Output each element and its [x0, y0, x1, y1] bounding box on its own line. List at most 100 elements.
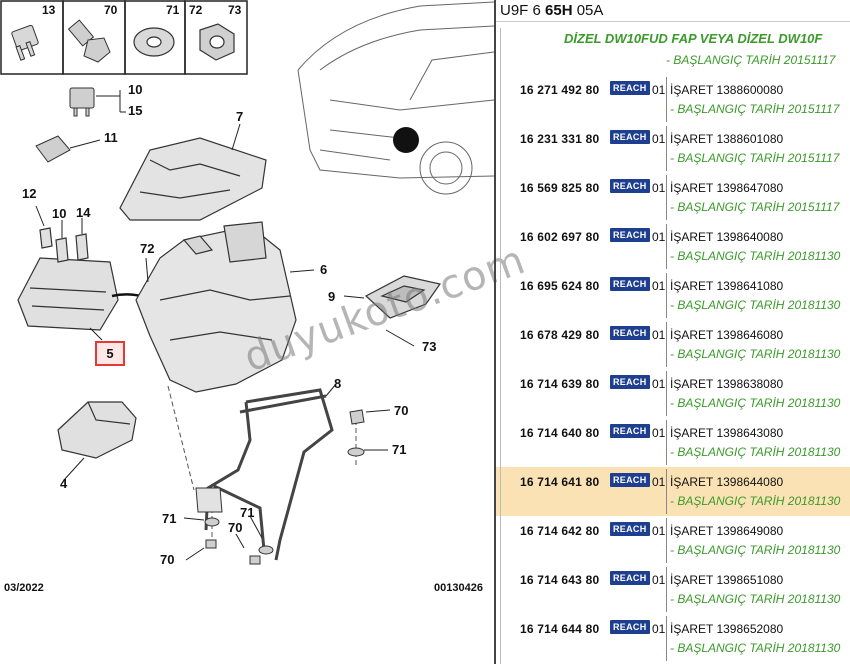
part-description: İŞARET 1398643080: [670, 426, 784, 440]
part-number[interactable]: 16 714 639 80: [520, 377, 600, 391]
callout-70-bottom[interactable]: 70: [160, 552, 175, 567]
part-quantity: 01: [652, 426, 666, 440]
callout-10-fuse[interactable]: 10: [52, 206, 67, 221]
reach-badge[interactable]: REACH: [610, 277, 650, 291]
part-number[interactable]: 16 714 640 80: [520, 426, 600, 440]
reach-badge[interactable]: REACH: [610, 522, 650, 536]
part-number[interactable]: 16 569 825 80: [520, 181, 600, 195]
part-quantity: 01: [652, 132, 666, 146]
part-quantity: 01: [652, 279, 666, 293]
callout-14[interactable]: 14: [76, 205, 91, 220]
callout-70-lower[interactable]: 70: [228, 520, 243, 535]
part-start-date: - BAŞLANGIÇ TARİH 20151117: [670, 200, 840, 214]
reach-badge[interactable]: REACH: [610, 424, 650, 438]
part-quantity: 01: [652, 524, 666, 538]
row-separator: [666, 175, 667, 220]
part-description: İŞARET 1398641080: [670, 279, 784, 293]
part-description: İŞARET 1398649080: [670, 524, 784, 538]
callout-12[interactable]: 12: [22, 186, 37, 201]
part-description: İŞARET 1388600080: [670, 83, 784, 97]
callout-7[interactable]: 7: [236, 109, 244, 124]
callout-15[interactable]: 15: [128, 103, 143, 118]
part-start-date: - BAŞLANGIÇ TARİH 20181130: [670, 543, 841, 557]
part-description: İŞARET 1398644080: [670, 475, 784, 489]
callout-71[interactable]: 71: [392, 442, 407, 457]
diagram-reference-code: 00130426: [434, 582, 483, 594]
part-number[interactable]: 16 602 697 80: [520, 230, 600, 244]
model-bold: 65H: [545, 2, 573, 19]
part-number[interactable]: 16 271 492 80: [520, 83, 600, 97]
callout-8[interactable]: 8: [334, 376, 342, 391]
part-quantity: 01: [652, 230, 666, 244]
callout-11[interactable]: 11: [104, 130, 118, 145]
part-description: İŞARET 1398652080: [670, 622, 784, 636]
reach-badge[interactable]: REACH: [610, 326, 650, 340]
part-number[interactable]: 16 678 429 80: [520, 328, 600, 342]
part-description: İŞARET 1398646080: [670, 328, 784, 342]
row-separator: [666, 469, 667, 514]
reach-badge[interactable]: REACH: [610, 620, 650, 634]
row-separator: [666, 518, 667, 563]
model-prefix: U9F 6: [500, 2, 546, 19]
part-number[interactable]: 16 231 331 80: [520, 132, 600, 146]
part-number[interactable]: 16 714 643 80: [520, 573, 600, 587]
part-number[interactable]: 16 714 641 80: [520, 475, 600, 489]
part-description: İŞARET 1398647080: [670, 181, 784, 195]
callout-5-selected[interactable]: 5: [95, 341, 125, 366]
callout-6[interactable]: 6: [320, 262, 328, 277]
callout-70[interactable]: 70: [394, 403, 409, 418]
callout-72-box[interactable]: 72: [189, 3, 203, 17]
model-code-header: U9F 6 65H 05A: [496, 0, 850, 22]
callout-72[interactable]: 72: [140, 241, 155, 256]
callout-4[interactable]: 4: [60, 476, 68, 491]
callout-9[interactable]: 9: [328, 289, 336, 304]
callout-13[interactable]: 13: [42, 3, 56, 17]
callout-71-lower-left[interactable]: 71: [162, 511, 177, 526]
part-quantity: 01: [652, 181, 666, 195]
row-separator: [666, 567, 667, 612]
row-separator: [666, 322, 667, 367]
part-description: İŞARET 1398640080: [670, 230, 784, 244]
part-quantity: 01: [652, 573, 666, 587]
callout-10[interactable]: 10: [128, 82, 143, 97]
reach-badge[interactable]: REACH: [610, 179, 650, 193]
callout-71-lower[interactable]: 71: [240, 505, 255, 520]
reach-badge[interactable]: REACH: [610, 228, 650, 242]
part-start-date: - BAŞLANGIÇ TARİH 20181130: [670, 445, 841, 459]
part-quantity: 01: [652, 475, 666, 489]
reach-badge[interactable]: REACH: [610, 130, 650, 144]
reach-badge[interactable]: REACH: [610, 81, 650, 95]
part-description: İŞARET 1388601080: [670, 132, 784, 146]
part-number[interactable]: 16 714 644 80: [520, 622, 600, 636]
part-description: İŞARET 1398651080: [670, 573, 784, 587]
part-number[interactable]: 16 695 624 80: [520, 279, 600, 293]
diagram-drawing: [0, 0, 494, 565]
engine-text: DİZEL DW10FUD FAP VEYA DİZEL DW10F: [564, 31, 823, 46]
callout-73[interactable]: 73: [422, 339, 437, 354]
callout-70-box[interactable]: 70: [104, 3, 118, 17]
part-description: İŞARET 1398638080: [670, 377, 784, 391]
reach-badge[interactable]: REACH: [610, 571, 650, 585]
reach-badge[interactable]: REACH: [610, 473, 650, 487]
diagram-date-code: 03/2022: [4, 582, 44, 594]
callout-71-box[interactable]: 71: [166, 3, 180, 17]
part-quantity: 01: [652, 377, 666, 391]
part-number[interactable]: 16 714 642 80: [520, 524, 600, 538]
parts-diagram: 13 70 71 72 73 10 15 11 7 12 10 14 72 6 …: [0, 0, 532, 594]
part-quantity: 01: [652, 622, 666, 636]
callout-73-box[interactable]: 73: [228, 3, 242, 17]
reach-badge[interactable]: REACH: [610, 375, 650, 389]
part-start-date: - BAŞLANGIÇ TARİH 20151117: [670, 151, 840, 165]
